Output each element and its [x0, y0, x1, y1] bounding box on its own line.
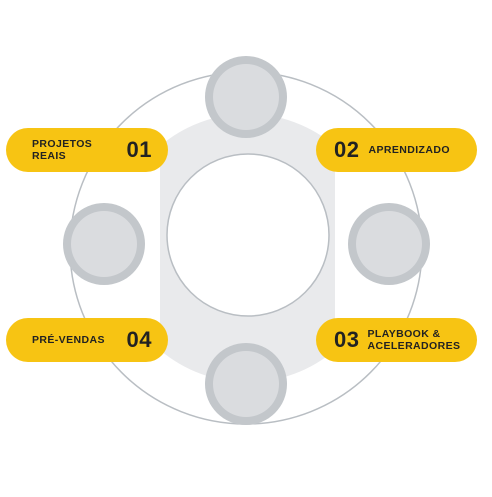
node-left — [63, 203, 145, 285]
step-03-pill: 03 PLAYBOOK & ACELERADORES — [316, 318, 477, 362]
step-02-pill: 02 APRENDIZADO — [316, 128, 477, 172]
step-01-label-line1: PROJETOS — [32, 138, 93, 150]
step-02-label: APRENDIZADO — [368, 144, 450, 156]
step-01-label: PROJETOS REAIS — [32, 138, 102, 162]
node-bottom — [205, 343, 287, 425]
step-03-label-line2: ACELERADORES — [367, 340, 461, 352]
step-02-number: 02 — [334, 137, 360, 162]
step-03-label: PLAYBOOK & ACELERADORES — [367, 328, 460, 352]
node-right — [348, 203, 430, 285]
step-01-pill: PROJETOS REAIS 01 — [6, 128, 168, 172]
node-top — [205, 56, 287, 138]
center-circle — [166, 153, 330, 317]
step-01-label-line2: REAIS — [32, 150, 67, 162]
step-04-number: 04 — [126, 327, 152, 352]
step-03-label-line1: PLAYBOOK & — [367, 328, 441, 340]
step-03-number: 03 — [334, 327, 360, 352]
step-04-label: PRÉ-VENDAS — [32, 334, 105, 346]
step-01-number: 01 — [126, 137, 152, 162]
step-04-pill: PRÉ-VENDAS 04 — [6, 318, 168, 362]
